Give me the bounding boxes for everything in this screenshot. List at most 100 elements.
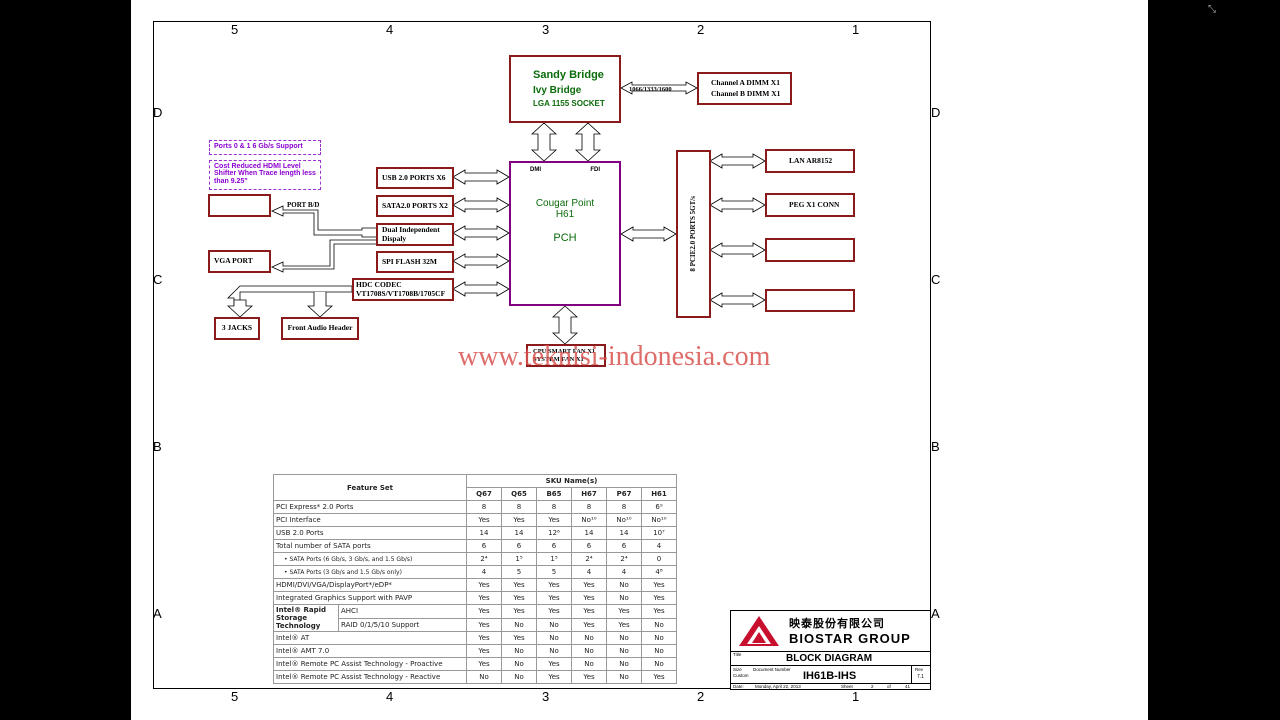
sku-value: 1⁵ xyxy=(501,552,537,566)
watermark: www.teknisi-indonesia.com xyxy=(458,341,771,372)
arrow-sata xyxy=(452,197,510,213)
feature-label: PCI Interface xyxy=(273,513,467,527)
zone-col-4-top: 4 xyxy=(386,22,394,37)
fan-block: CPU SMART FAN X1 SYSTEM FAN X1 xyxy=(526,344,606,367)
pcie-label: 8 PCIE2.0 PORTS 5GT/s xyxy=(688,196,697,272)
biostar-logo-icon xyxy=(739,616,779,646)
port-bd-label: PORT B/D xyxy=(287,201,320,209)
zone-row-a-right: A xyxy=(931,606,940,621)
vga-port-block: VGA PORT xyxy=(208,250,271,273)
sku-value: 4 xyxy=(466,565,502,579)
note-sata-ports: Ports 0 & 1 6 Gb/s Support xyxy=(209,140,321,155)
sheet-total: 41 xyxy=(905,684,911,689)
sku-value: 5 xyxy=(501,565,537,579)
pcie-block: 8 PCIE2.0 PORTS 5GT/s xyxy=(676,150,711,318)
feature-label: HDMI/DVI/VGA/DisplayPort*/eDP* xyxy=(273,578,467,592)
date-value: Monday, April 22, 2013 xyxy=(755,684,801,689)
sku-value: No¹⁰ xyxy=(641,513,677,527)
sku-value: Yes xyxy=(466,578,502,592)
sku-value: No xyxy=(606,657,642,671)
hdmi-port-block xyxy=(208,194,271,217)
sku-value: 10⁷ xyxy=(641,526,677,540)
sku-value: Yes xyxy=(466,657,502,671)
sku-value: Yes xyxy=(501,631,537,645)
arrow-fan xyxy=(551,305,579,345)
sku-col-q65: Q65 xyxy=(501,487,537,501)
pch-line3: PCH xyxy=(553,231,577,244)
sku-value: No¹⁰ xyxy=(606,513,642,527)
sku-value: Yes xyxy=(466,513,502,527)
feature-label: Total number of SATA ports xyxy=(273,539,467,553)
arrow-dual-display xyxy=(452,225,510,241)
schematic-frame xyxy=(153,21,931,689)
feature-set-header: Feature Set xyxy=(273,474,467,501)
pcie-slot-block-1 xyxy=(765,238,855,262)
sku-value: No xyxy=(536,617,572,632)
size-label: Size xyxy=(733,667,742,672)
zone-col-5-bottom: 5 xyxy=(231,689,239,704)
zone-col-1-top: 1 xyxy=(852,22,860,37)
title-label: Title xyxy=(733,652,742,657)
arrow-spi xyxy=(452,253,510,269)
sku-value: Yes xyxy=(606,604,642,619)
sku-value: Yes xyxy=(606,617,642,632)
pch-block: DMI FDI Cougar Point H61 PCH xyxy=(509,161,621,306)
docnum-value: IH61B-IHS xyxy=(803,670,857,682)
sku-value: Yes xyxy=(571,591,607,605)
cpu-line2: Ivy Bridge xyxy=(533,85,582,97)
sku-value: No xyxy=(641,617,677,632)
sku-value: No xyxy=(606,591,642,605)
sku-value: 6 xyxy=(606,539,642,553)
size-value: Custom xyxy=(733,673,749,678)
title-block: 映泰股份有限公司 BIOSTAR GROUP Title BLOCK DIAGR… xyxy=(730,610,931,690)
sku-value: 4⁸ xyxy=(641,565,677,579)
sku-value: 0 xyxy=(641,552,677,566)
feature-label: Intel® AT xyxy=(273,631,467,645)
zone-col-1-bottom: 1 xyxy=(852,689,860,704)
sku-value: No xyxy=(641,644,677,658)
sku-col-b65: B65 xyxy=(536,487,572,501)
sku-col-q67: Q67 xyxy=(466,487,502,501)
lan-block: LAN AR8152 xyxy=(765,149,855,173)
hdc-codec-block: HDC CODEC VT1708S/VT1708B/1705CF xyxy=(352,278,454,301)
sku-value: 4 xyxy=(641,539,677,553)
sku-value: Yes xyxy=(466,617,502,632)
sku-value: Yes xyxy=(571,617,607,632)
arrow-front-audio xyxy=(306,292,334,318)
sku-value: 8 xyxy=(536,500,572,514)
sku-value: 6 xyxy=(466,539,502,553)
sku-value: 6 xyxy=(501,539,537,553)
sku-value: Yes xyxy=(571,604,607,619)
arrow-pch-pcie xyxy=(620,226,677,242)
feature-label: RAID 0/1/5/10 Support xyxy=(338,617,467,632)
rev-value: 7.1 xyxy=(917,674,924,680)
rev-label: Rev xyxy=(915,667,924,672)
sku-value: No¹⁰ xyxy=(571,513,607,527)
sku-value: Yes xyxy=(466,644,502,658)
sku-value: 5 xyxy=(536,565,572,579)
cpu-line3: LGA 1155 SOCKET xyxy=(533,99,605,109)
sku-value: 8 xyxy=(466,500,502,514)
biostar-logo: 映泰股份有限公司 BIOSTAR GROUP xyxy=(731,611,930,652)
sku-value: Yes xyxy=(571,670,607,684)
feature-label: Intel® AMT 7.0 xyxy=(273,644,467,658)
sku-value: No xyxy=(536,631,572,645)
sku-value: 6⁹ xyxy=(641,500,677,514)
sku-value: 14 xyxy=(571,526,607,540)
company-en: BIOSTAR GROUP xyxy=(789,631,911,646)
cpu-block: Sandy Bridge Ivy Bridge LGA 1155 SOCKET xyxy=(509,55,621,123)
zone-col-4-bottom: 4 xyxy=(386,689,394,704)
docnum-row: Size Custom Document Number IH61B-IHS Re… xyxy=(731,666,930,684)
sku-value: 2⁴ xyxy=(571,552,607,566)
fullscreen-icon[interactable]: ⤡ xyxy=(1208,4,1216,15)
title-row: Title BLOCK DIAGRAM xyxy=(731,651,930,666)
sheet-value: 2 xyxy=(871,684,874,689)
date-label: Date: xyxy=(733,684,744,689)
zone-row-d-left: D xyxy=(153,105,163,120)
